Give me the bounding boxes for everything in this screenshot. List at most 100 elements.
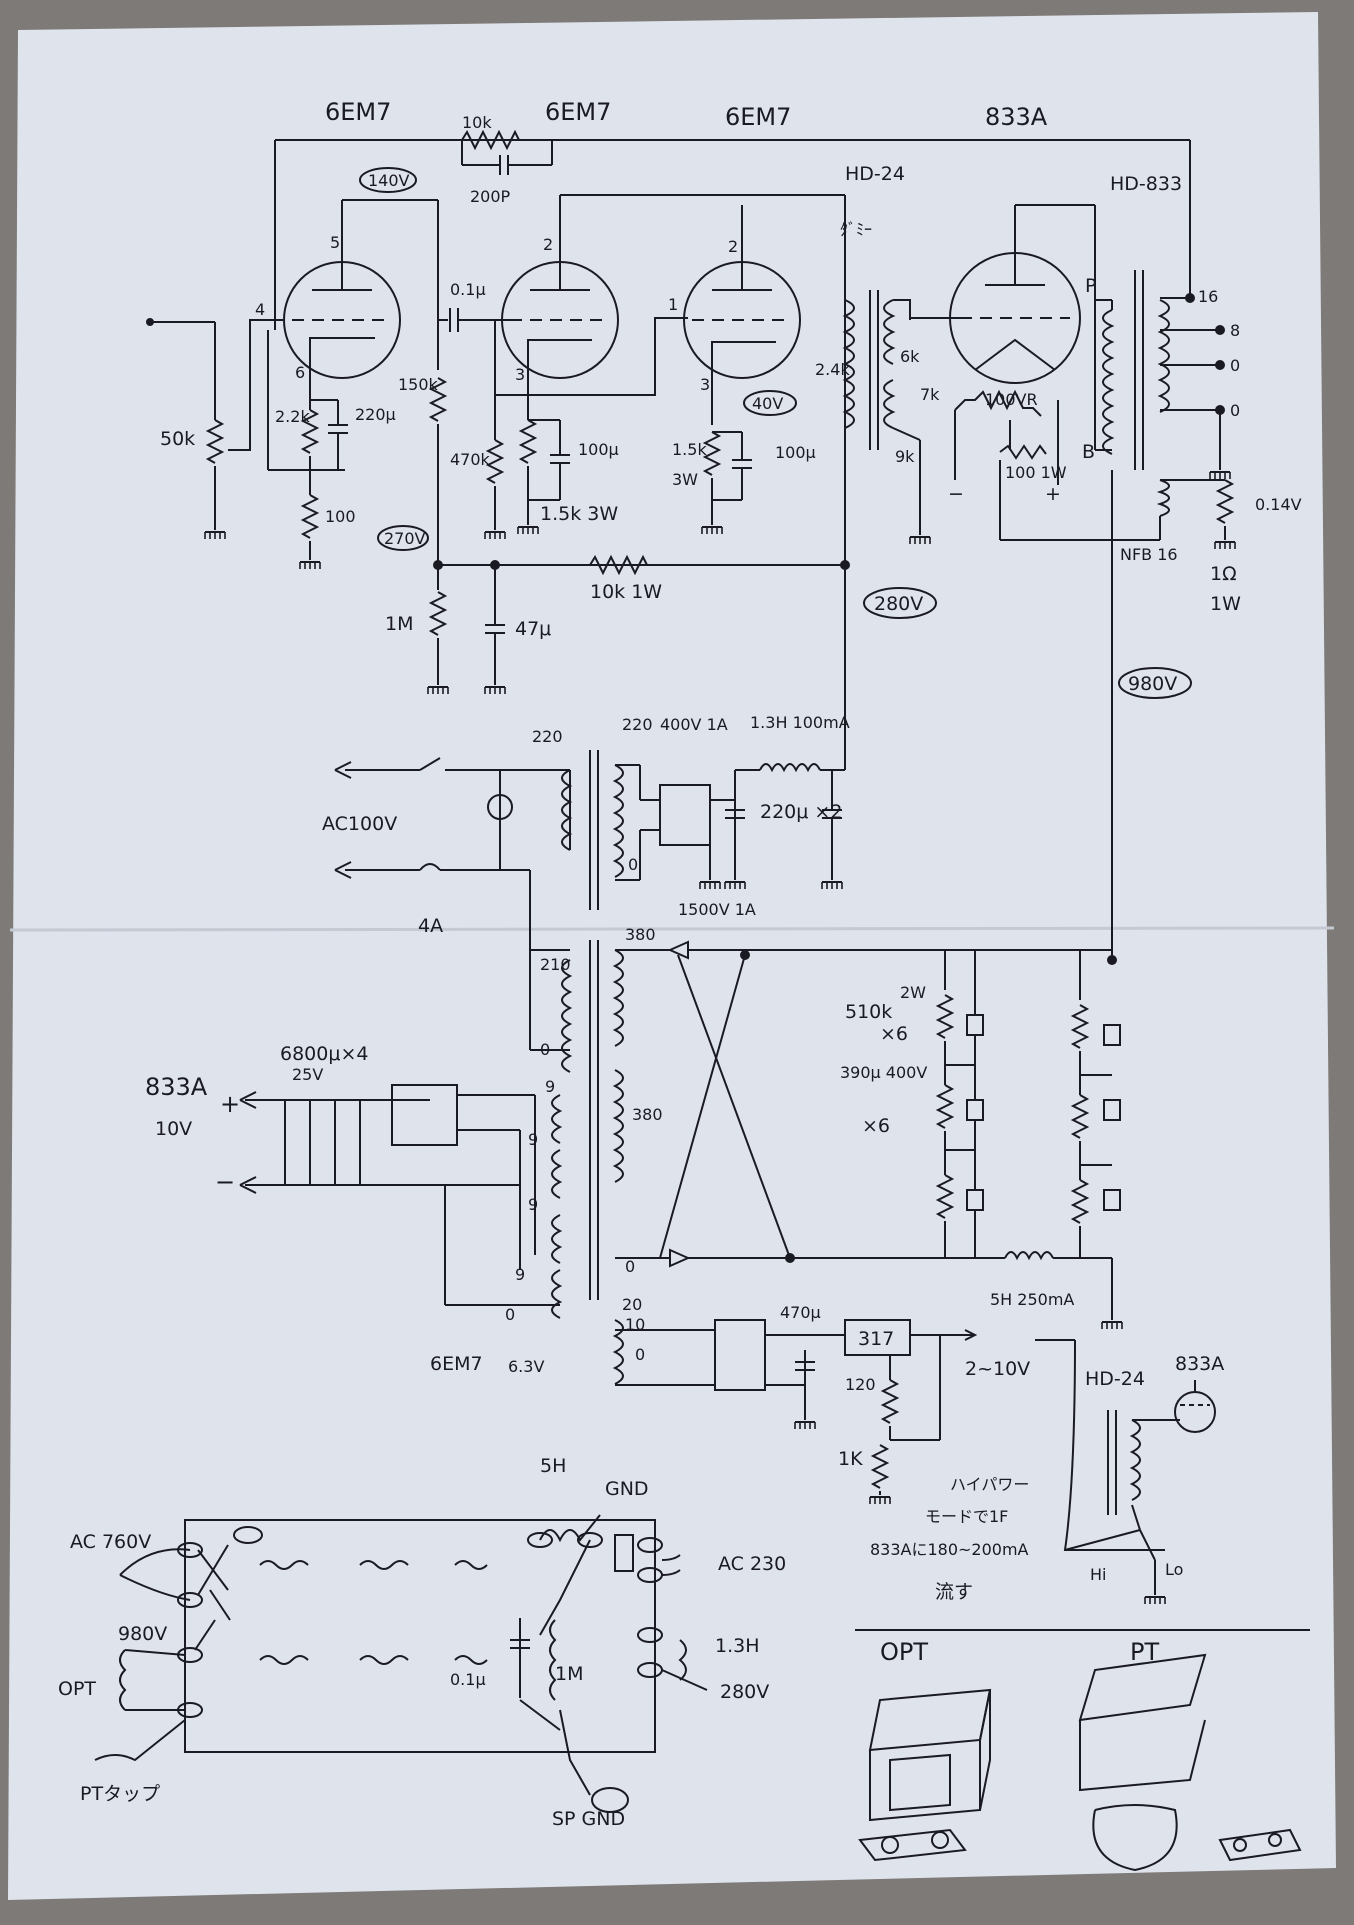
psu1-zero: 0 [628, 855, 638, 874]
v-980-label: 980V [1128, 673, 1177, 695]
layout-c01-label: 0.1μ [450, 1670, 486, 1689]
heater-minus: − [215, 1168, 235, 1196]
c-100a-label: 100μ [578, 440, 619, 459]
r-15k3w-label: 1.5k 3W [540, 503, 618, 525]
psu1-cap-label: 220μ ×2 [760, 801, 842, 823]
note-line-4: 流す [935, 1581, 973, 1603]
hv-diode-label: 1500V 1A [678, 900, 756, 919]
psu2-zero-a: 0 [540, 1040, 550, 1059]
r-15k-label: 1.5k [672, 440, 707, 459]
c-220-label: 220μ [355, 405, 396, 424]
pin-5: 5 [330, 233, 340, 252]
r-510k-label: 510k [845, 1001, 892, 1023]
output-xfmr-label: HD-833 [1110, 173, 1182, 195]
driver-tap-7k: 7k [920, 385, 940, 404]
pin-2b: 2 [728, 237, 738, 256]
r-10k-label: 10k [462, 113, 492, 132]
r-1k-label: 1K [838, 1448, 863, 1470]
c-390-label: 390μ 400V [840, 1063, 927, 1082]
heater2-tap-10: 10 [625, 1315, 645, 1334]
driver-tap-top: ﾀﾞﾐｰ [840, 220, 872, 239]
v-140-label: 140V [368, 171, 410, 190]
psu2-zero-b: 0 [625, 1257, 635, 1276]
regulator-label: 317 [858, 1328, 894, 1350]
layout-5h-label: 5H [540, 1455, 566, 1477]
r-x6-label: ×6 [880, 1023, 908, 1045]
v-270-label: 270V [384, 529, 426, 548]
c-200p-label: 200P [470, 187, 511, 206]
layout-ac760-label: AC 760V [70, 1531, 151, 1553]
layout-280v-label: 280V [720, 1681, 769, 1703]
r-510k-watt: 2W [900, 983, 926, 1002]
psu2-380b: 380 [632, 1105, 663, 1124]
heater-tap-1: 9 [545, 1077, 555, 1096]
psu2-210-label: 210 [540, 955, 571, 974]
layout-ptap-label: PTタップ [80, 1783, 160, 1805]
c-47-label: 47μ [515, 618, 551, 640]
heater-10v-label: 10V [155, 1118, 192, 1140]
heater2-out-label: 2~10V [965, 1358, 1030, 1380]
pin-1: 1 [668, 295, 678, 314]
v-280-label: 280V [874, 593, 923, 615]
hi-lo-switch [1064, 1380, 1216, 1605]
output-tap-16: 16 [1198, 287, 1218, 306]
legend-pt-label: PT [1130, 1638, 1159, 1666]
output-b-label: B [1082, 441, 1095, 463]
c-x6-label: ×6 [862, 1115, 890, 1137]
layout-980v-label: 980V [118, 1623, 167, 1645]
driver-tap-9k: 9k [895, 447, 915, 466]
filament-plus: + [1045, 483, 1061, 505]
output-tap-8: 8 [1230, 321, 1240, 340]
r-150k-label: 150k [398, 375, 439, 394]
output-tap-0b: 0 [1230, 401, 1240, 420]
heater2-volt-label: 6.3V [508, 1357, 544, 1376]
pin-3a: 3 [515, 365, 525, 384]
tube1-label: 6EM7 [325, 98, 391, 126]
r-100-1w-label: 100 1W [1005, 463, 1067, 482]
r-2k-label: 2.2k [275, 407, 310, 426]
heater-833a-label: 833A [145, 1073, 208, 1101]
psu1-choke-label: 1.3H 100mA [750, 713, 850, 732]
paper-fold [9, 926, 1335, 932]
heater-zero: 0 [505, 1305, 515, 1324]
r-100-label: 100 [325, 507, 356, 526]
r-10k1w-label: 10k 1W [590, 581, 662, 603]
heater-cap-label: 6800μ×4 [280, 1043, 368, 1065]
note-xfmr-label: HD-24 [1085, 1368, 1145, 1390]
low-voltage-supply [334, 750, 845, 1050]
amplifier-section [146, 129, 1236, 960]
note-line-1: ハイパワー [950, 1475, 1029, 1494]
output-tap-0a: 0 [1230, 356, 1240, 375]
layout-spgnd-label: SP GND [552, 1808, 625, 1830]
v-40-label: 40V [752, 394, 783, 413]
legend-opt-label: OPT [880, 1638, 928, 1666]
heater-supply [239, 1084, 1165, 1552]
tube3-label: 6EM7 [725, 103, 791, 131]
layout-ac230-label: AC 230 [718, 1553, 786, 1575]
pin-2a: 2 [543, 235, 553, 254]
psu1-220-secondary: 220 [622, 715, 653, 734]
tube4-label: 833A [985, 103, 1048, 131]
heater-plus: + [220, 1090, 240, 1118]
layout-opt-label: OPT [58, 1678, 96, 1700]
r-1ohm-label: 1Ω [1210, 563, 1237, 585]
driver-xfmr-label: HD-24 [845, 163, 905, 185]
w-1w-label: 1W [1210, 593, 1241, 615]
heater2-tube-label: 6EM7 [430, 1353, 483, 1375]
heater2-zero: 0 [635, 1345, 645, 1364]
filament-minus: − [948, 483, 964, 505]
r-470k-label: 470k [450, 450, 491, 469]
heater-tap-3: 9 [528, 1195, 538, 1214]
psu1-diode-label: 400V 1A [660, 715, 728, 734]
note-line-2: モードで1F [925, 1507, 1008, 1526]
high-voltage-supply [530, 940, 1123, 1330]
v-014-label: 0.14V [1255, 495, 1302, 514]
labels: 6EM7 6EM7 6EM7 833A HD-24 HD-833 10k 200… [58, 98, 1302, 1830]
heater-cap-volt: 25V [292, 1065, 323, 1084]
vr-100-label: 100VR [985, 390, 1038, 409]
layout-13h-label: 1.3H [715, 1635, 760, 1657]
hi-label: Hi [1090, 1565, 1106, 1584]
output-p-label: P [1085, 275, 1096, 297]
